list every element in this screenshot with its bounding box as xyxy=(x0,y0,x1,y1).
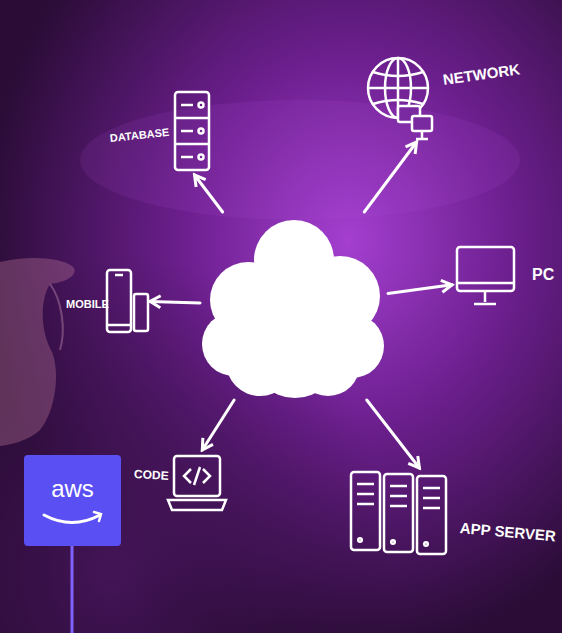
server-tower xyxy=(384,474,413,552)
aws-badge: aws xyxy=(24,455,121,546)
slot-line xyxy=(390,485,407,488)
slot-line xyxy=(423,507,440,510)
app-server-node: APP SERVER xyxy=(345,468,562,556)
badge-stem-line xyxy=(71,546,74,633)
connector-arrow xyxy=(388,285,452,294)
pc-icon xyxy=(457,247,514,304)
slot-line xyxy=(357,493,374,496)
connector-arrow xyxy=(150,301,200,303)
slot-line xyxy=(357,503,374,506)
phone-outline xyxy=(134,294,148,331)
laptop-base xyxy=(168,500,226,510)
node-label: MOBILE xyxy=(66,299,109,310)
slot-line xyxy=(423,497,440,500)
slot-line xyxy=(357,483,374,486)
status-dot xyxy=(358,538,362,542)
monitor-stand xyxy=(421,131,424,138)
server-tower xyxy=(417,476,446,554)
code-bracket xyxy=(203,469,210,483)
monitor-base xyxy=(474,303,496,306)
slot-line xyxy=(390,505,407,508)
monitor-bezel xyxy=(457,282,514,285)
slot-line xyxy=(181,156,193,159)
code-bracket xyxy=(184,469,191,483)
app-server-icon xyxy=(351,472,446,554)
node-label: APP SERVER xyxy=(459,520,556,543)
node-label: NETWORK xyxy=(442,61,521,87)
node-label: DATABASE xyxy=(109,127,169,144)
network-node: NETWORK xyxy=(365,50,537,142)
connector-arrow xyxy=(364,142,416,212)
aws-smile-arrow xyxy=(44,515,100,523)
globe-parallel xyxy=(373,100,423,104)
status-dot xyxy=(199,155,204,160)
monitor-icon xyxy=(412,116,432,131)
brand-label: aws xyxy=(24,477,121,501)
pc-node: PC xyxy=(452,243,562,312)
status-dot xyxy=(424,542,428,546)
slot-line xyxy=(390,495,407,498)
connector-arrow xyxy=(195,175,223,212)
slot-line xyxy=(181,104,193,107)
status-dot xyxy=(391,540,395,544)
laptop-screen xyxy=(174,456,220,496)
slot-line xyxy=(423,487,440,490)
globe-equator xyxy=(368,87,428,90)
server-tower xyxy=(351,472,380,550)
monitor-stand xyxy=(484,291,487,302)
world-map-haze xyxy=(80,100,520,220)
monitor-screen xyxy=(457,247,514,291)
aws-smile-arrowhead xyxy=(94,512,101,521)
phone-outline xyxy=(107,270,131,332)
code-slash xyxy=(194,467,200,485)
server-tower xyxy=(175,92,209,170)
globe-parallel xyxy=(373,72,423,76)
phone-bezel xyxy=(107,324,131,327)
finger-outline xyxy=(50,284,63,350)
database-icon xyxy=(175,92,209,170)
cloud-lobe xyxy=(296,332,360,396)
code-node: CODE xyxy=(132,450,228,520)
cloud-node xyxy=(200,212,388,400)
node-label: PC xyxy=(532,267,554,283)
shelf-line xyxy=(175,143,209,146)
connector-arrow xyxy=(202,400,234,450)
shelf-line xyxy=(175,117,209,120)
monitor-base xyxy=(416,138,428,141)
code-icon xyxy=(168,456,226,510)
status-dot xyxy=(199,103,204,108)
connector-arrow xyxy=(367,400,420,468)
cloud-shape xyxy=(200,212,388,400)
mobile-node: MOBILE xyxy=(64,266,150,334)
mobile-icon xyxy=(107,270,148,332)
phone-speaker xyxy=(115,274,123,277)
network-icon xyxy=(368,58,432,139)
hand-illustration xyxy=(0,258,75,446)
status-dot xyxy=(199,129,204,134)
node-label: CODE xyxy=(134,468,169,482)
database-node: DATABASE xyxy=(108,88,215,175)
cloud-lobe xyxy=(226,328,294,396)
slot-line xyxy=(181,130,193,133)
